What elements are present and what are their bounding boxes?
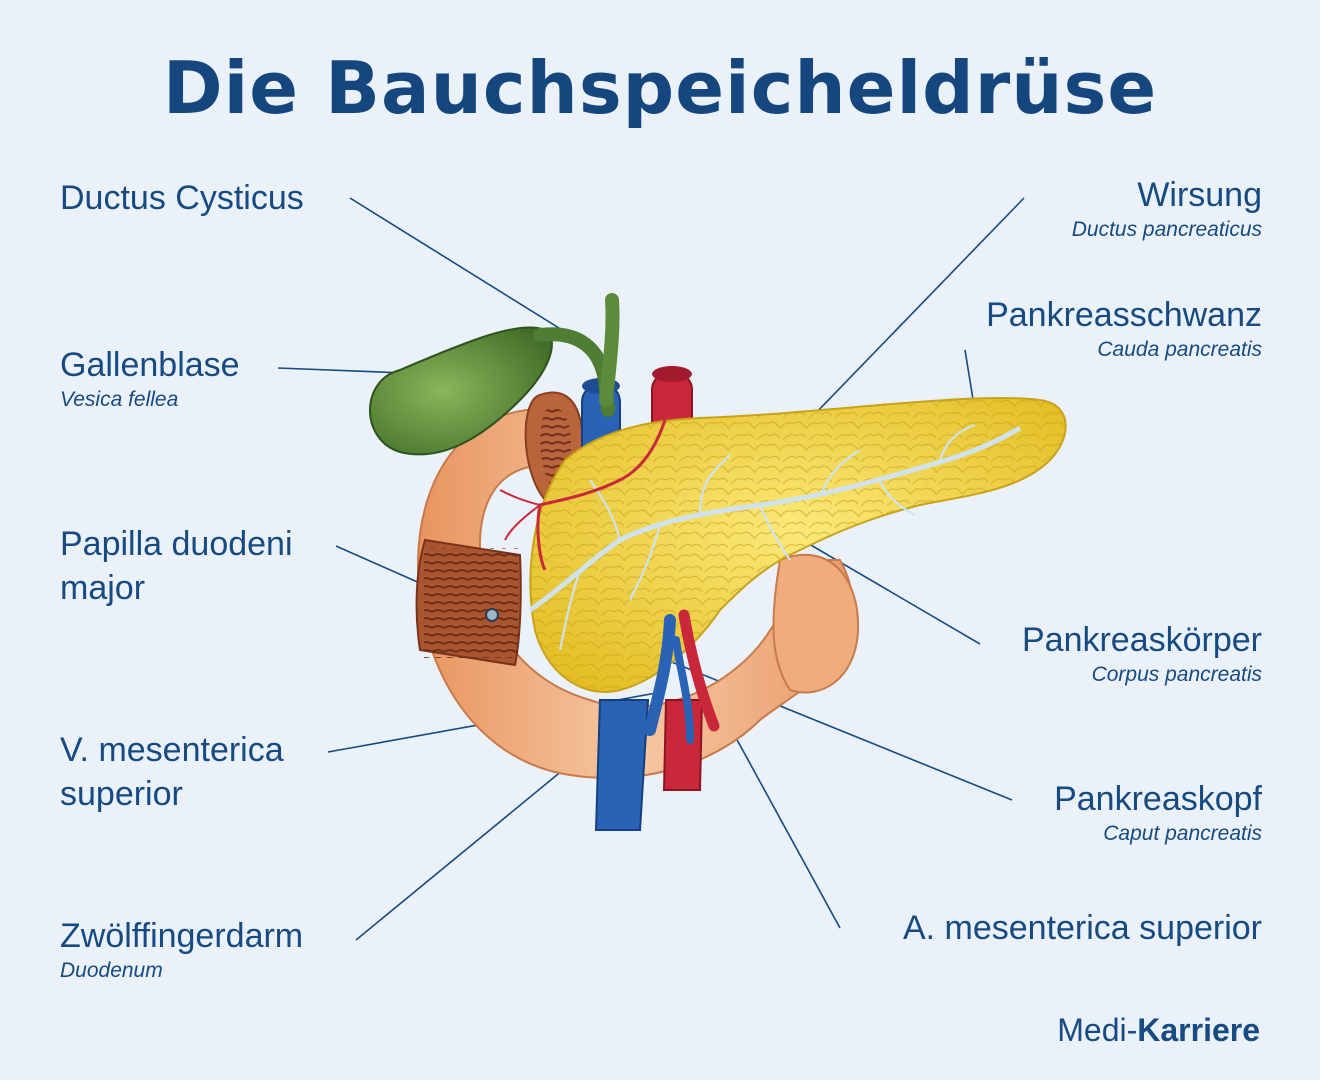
label-main: superior — [60, 775, 183, 813]
label-main: major — [60, 569, 146, 607]
duct-branches — [558, 423, 976, 651]
sup-mesenteric-vein — [644, 614, 676, 736]
label-main: Zwölffingerdarm — [60, 917, 304, 955]
leader-ductus-cysticus — [349, 197, 576, 339]
label-v-mesenterica: V. mesenterica superior — [60, 728, 284, 816]
label-a-mesenterica: A. mesenterica superior — [903, 906, 1262, 950]
brand-part1: Medi- — [1057, 1012, 1138, 1048]
label-sub: Caput pancreatis — [1103, 822, 1262, 845]
vein-lower — [594, 699, 650, 831]
label-sub: Cauda pancreatis — [1097, 338, 1262, 361]
label-wirsung: Wirsung Ductus pancreaticus — [1072, 173, 1262, 243]
label-sub: Ductus pancreaticus — [1071, 218, 1262, 241]
label-main: Wirsung — [1137, 176, 1262, 214]
duodenum-jejunum — [772, 553, 860, 694]
label-ductus-cysticus: Ductus Cysticus — [60, 176, 304, 220]
label-main: Ductus Cysticus — [60, 179, 304, 217]
brand-part2: Karriere — [1137, 1012, 1260, 1048]
page-title: Die Bauchspeicheldrüse — [162, 46, 1158, 130]
artery-lower — [662, 699, 704, 791]
small-arteries — [499, 489, 541, 541]
label-papilla: Papilla duodeni major — [60, 522, 293, 610]
leader-zwoelffingerdarm — [355, 755, 581, 941]
papilla-marker — [485, 608, 499, 622]
label-zwoelffingerdarm: Zwölffingerdarm Duodenum — [60, 914, 303, 984]
common-hepatic-duct — [599, 293, 620, 407]
leader-pankreaskoerper — [791, 533, 981, 645]
label-sub: Duodenum — [60, 959, 163, 982]
label-main: Gallenblase — [60, 346, 240, 384]
label-main: Papilla duodeni — [60, 525, 293, 563]
brand-logo: Medi-Karriere — [1057, 1012, 1260, 1049]
label-main: Pankreaskopf — [1054, 780, 1262, 818]
label-pankreaskopf: Pankreaskopf Caput pancreatis — [1054, 777, 1262, 847]
gastroduodenal-artery — [536, 419, 667, 571]
label-sub: Vesica fellea — [60, 388, 179, 411]
label-pankreaskoerper: Pankreaskörper Corpus pancreatis — [1022, 618, 1262, 688]
label-main: Pankreaskörper — [1021, 621, 1262, 659]
vein-branch — [672, 636, 694, 744]
duodenum-folds — [424, 548, 518, 658]
label-sub: Corpus pancreatis — [1091, 663, 1262, 686]
sup-mesenteric-artery — [678, 609, 720, 732]
label-main: A. mesenterica superior — [902, 909, 1262, 947]
gallbladder — [369, 326, 553, 456]
label-pankreasschwanz: Pankreasschwanz Cauda pancreatis — [986, 293, 1262, 363]
label-main: Pankreasschwanz — [986, 296, 1262, 334]
label-gallenblase: Gallenblase Vesica fellea — [60, 343, 240, 413]
label-main: V. mesenterica — [60, 731, 284, 769]
